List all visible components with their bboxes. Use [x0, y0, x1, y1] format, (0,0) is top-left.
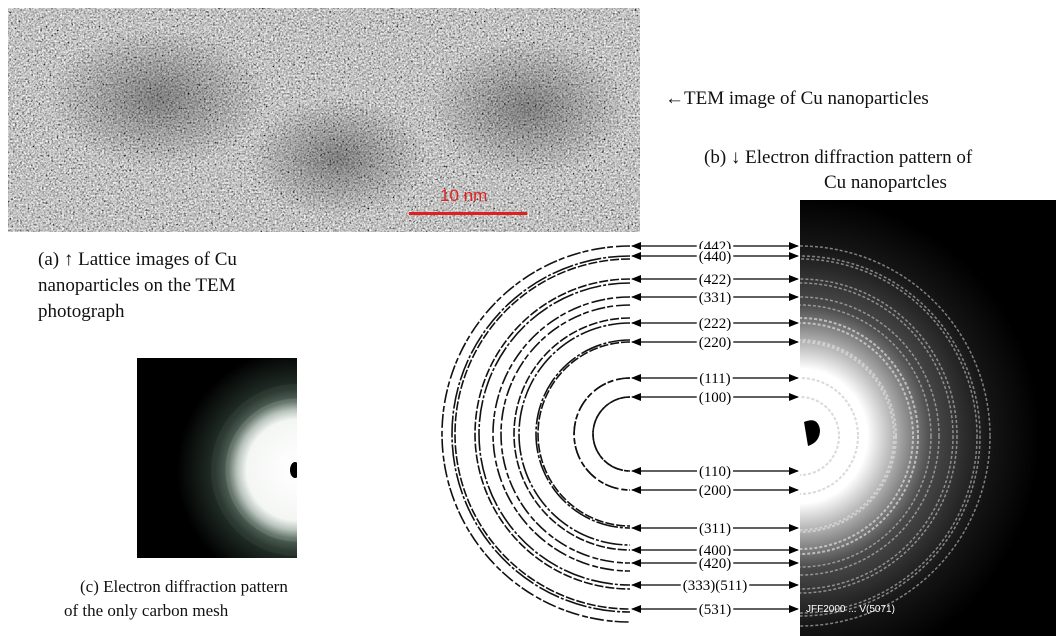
plane-label-background: [696, 290, 734, 306]
schematic-arc: [513, 317, 631, 551]
diffraction-ring: [800, 255, 981, 617]
diffraction-ring: [800, 322, 914, 550]
diffraction-ring: [800, 339, 897, 533]
caption-b-line1: (b) ↓ Electron diffraction pattern of: [704, 147, 973, 168]
plane-label: (333)(511): [683, 578, 747, 594]
plane-label-background: [696, 272, 734, 288]
plane-label: (220): [699, 335, 732, 351]
plane-label: (440): [699, 249, 732, 265]
plane-label: (531): [699, 602, 732, 618]
plane-label-background: [696, 249, 734, 265]
caption-a-line3: photograph: [38, 301, 125, 322]
caption-c-line1: (c) Electron diffraction pattern: [80, 577, 288, 596]
carbon-mesh-rings: [137, 358, 297, 558]
tem-noise-texture: [8, 8, 640, 232]
schematic-arc: [518, 322, 631, 546]
plane-label-background: [680, 578, 750, 594]
diffraction-ring: [800, 317, 919, 555]
scale-bar-label: 10 nm: [440, 186, 488, 205]
diffraction-ring: [800, 377, 859, 495]
diffraction-ring: [800, 341, 895, 531]
plane-label: (100): [699, 390, 732, 406]
diffraction-ring: [800, 258, 978, 614]
plane-labels: (442)(440)(422)(331)(222)(220)(111)(100)…: [631, 239, 799, 618]
plane-label: (331): [699, 290, 732, 306]
schematic-arc: [454, 258, 631, 610]
plane-label-background: [697, 464, 733, 480]
schematic-arc: [537, 341, 631, 527]
schematic-arc: [535, 339, 631, 529]
plane-label-background: [697, 521, 733, 537]
schematic-arcs: [441, 245, 631, 623]
tem-lattice-image: [8, 8, 640, 232]
plane-label-background: [696, 390, 734, 406]
schematic-arc: [478, 282, 631, 586]
schematic-arc: [592, 396, 631, 472]
plane-label-background: [696, 483, 734, 499]
plane-label-background: [696, 556, 734, 572]
tem-caption: ←TEM image of Cu nanoparticles: [665, 88, 929, 109]
carbon-mesh-diffraction-pattern: [137, 358, 297, 558]
diffraction-ring: [800, 278, 958, 594]
diffraction-ring: [800, 304, 932, 568]
plane-label-background: [696, 543, 734, 559]
beam-stop: [804, 420, 820, 446]
plane-label: (111): [699, 371, 730, 387]
plane-label: (311): [699, 521, 731, 537]
plane-label: (400): [699, 543, 732, 559]
plane-label: (222): [699, 316, 732, 332]
schematic-arc: [573, 377, 631, 491]
diffraction-ring: [800, 396, 840, 476]
caption-a-line1: (a) ↑ Lattice images of Cu: [38, 249, 237, 270]
caption-c-line2: of the only carbon mesh: [64, 601, 229, 620]
plane-label: (200): [699, 483, 732, 499]
plane-label-background: [696, 602, 734, 618]
schematic-arc: [451, 255, 631, 613]
cu-diffraction-rings: [800, 200, 1056, 636]
cu-diffraction-pattern: [800, 200, 1056, 636]
caption-b-line2: Cu nanopartcles: [824, 172, 947, 193]
scale-bar: [409, 212, 527, 215]
plane-label: (420): [699, 556, 732, 572]
schematic-arc: [573, 377, 631, 491]
schematic-arc: [500, 304, 631, 564]
schematic-arc: [441, 245, 631, 623]
plane-label-background: [696, 335, 734, 351]
plane-label-background: [696, 316, 734, 332]
schematic-arc: [592, 396, 631, 472]
plane-label: (110): [699, 464, 731, 480]
diffraction-ring: [800, 245, 991, 627]
caption-a-line2: nanoparticles on the TEM: [38, 275, 236, 296]
plane-label: (422): [699, 272, 732, 288]
diffraction-ring: [800, 282, 954, 590]
diffraction-ring: [800, 296, 940, 576]
schematic-arc: [474, 278, 631, 590]
plane-label-background: [697, 371, 733, 387]
pattern-bottom-label: JFF2000 ... V(5071): [806, 604, 895, 615]
